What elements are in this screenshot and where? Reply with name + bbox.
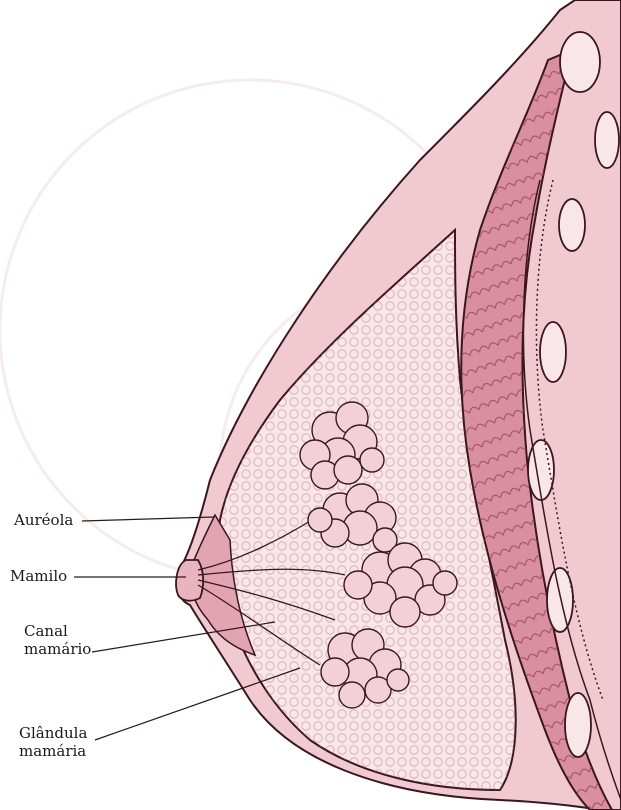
label-glandula-mamaria: Glândula mamária [19, 724, 87, 760]
label-mamilo: Mamilo [10, 567, 67, 585]
label-aureola: Auréola [14, 511, 73, 529]
label-canal-mamario: Canal mamário [24, 622, 91, 658]
